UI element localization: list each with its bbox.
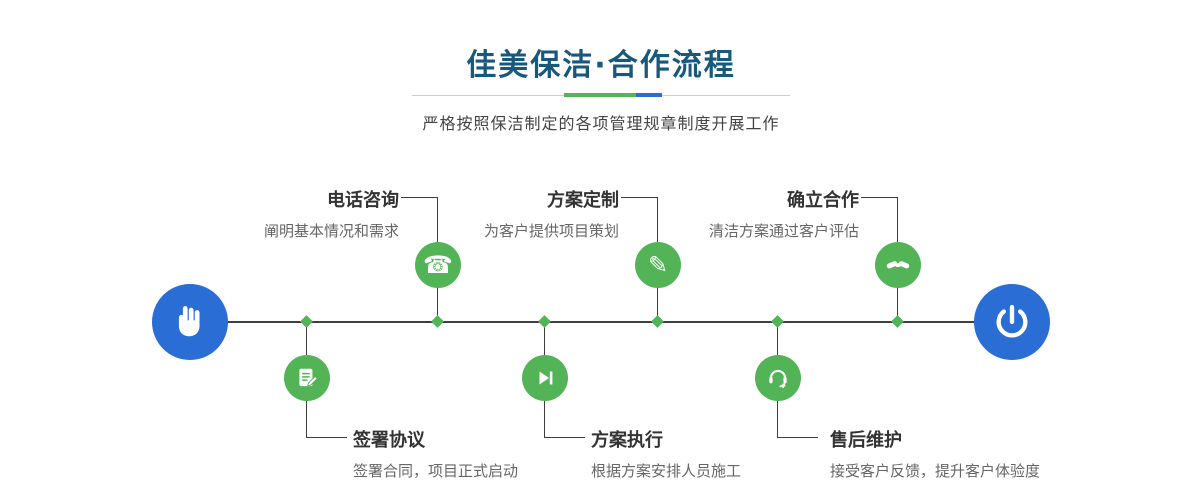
timeline-end-node [974, 284, 1050, 360]
step-title: 签署协议 [353, 430, 425, 451]
phone-icon: ☎ [423, 251, 453, 279]
connector-top-1-v-lower [437, 287, 438, 322]
connector-top-2-v-upper [657, 197, 658, 243]
handshake-icon [885, 252, 911, 278]
connector-bottom-1-v-lower [306, 400, 307, 438]
page-subtitle: 严格按照保洁制定的各项管理规章制度开展工作 [422, 114, 780, 133]
connector-top-1-h [401, 197, 438, 198]
connector-top-3-h [861, 197, 898, 198]
step-node-execute [522, 355, 568, 401]
step-label-aftersales: 售后维护 接受客户反馈，提升客户体验度 [830, 426, 1090, 481]
divider-blue-segment [636, 93, 662, 97]
hand-point-icon [171, 303, 209, 341]
connector-bottom-1-h [307, 437, 347, 438]
connector-bottom-3-v-lower [777, 400, 778, 438]
step-label-plan: 方案定制 为客户提供项目策划 [359, 186, 619, 241]
step-desc: 签署合同，项目正式启动 [353, 462, 519, 480]
step-title: 方案定制 [547, 190, 619, 211]
connector-bottom-3-h [778, 437, 818, 438]
step-node-phone: ☎ [415, 242, 461, 288]
divider-green-segment [564, 93, 636, 97]
timeline-diamond [538, 315, 551, 328]
step-node-cooperate [875, 242, 921, 288]
connector-top-2-v-lower [657, 287, 658, 322]
connector-top-1-v-upper [437, 197, 438, 243]
connector-bottom-3-v-upper [777, 322, 778, 355]
step-label-phone: 电话咨询 阐明基本情况和需求 [139, 186, 399, 241]
timeline-diamond [771, 315, 784, 328]
timeline-diamond [431, 315, 444, 328]
connector-top-2-h [621, 197, 658, 198]
play-icon [533, 366, 557, 390]
step-node-aftersales [755, 355, 801, 401]
connector-bottom-2-h [545, 437, 585, 438]
pen-icon: ✎ [647, 251, 669, 279]
step-desc: 阐明基本情况和需求 [263, 222, 399, 240]
timeline-diamond [651, 315, 664, 328]
timeline-diamond [891, 315, 904, 328]
contract-icon [294, 365, 320, 391]
step-label-cooperate: 确立合作 清洁方案通过客户评估 [599, 186, 859, 241]
timeline-start-node [152, 284, 228, 360]
step-title: 售后维护 [830, 430, 902, 451]
step-desc: 清洁方案通过客户评估 [708, 222, 859, 240]
timeline-line [190, 321, 1012, 323]
step-title: 确立合作 [787, 190, 859, 211]
step-node-contract [284, 355, 330, 401]
step-title: 电话咨询 [327, 190, 399, 211]
connector-top-3-v-lower [897, 287, 898, 322]
step-title: 方案执行 [591, 430, 663, 451]
step-desc: 根据方案安排人员施工 [591, 462, 742, 480]
connector-bottom-2-v-upper [544, 322, 545, 355]
step-desc: 为客户提供项目策划 [483, 222, 619, 240]
title-divider [412, 93, 790, 97]
connector-top-3-v-upper [897, 197, 898, 243]
connector-bottom-1-v-upper [306, 322, 307, 355]
step-node-plan: ✎ [635, 242, 681, 288]
headset-icon [765, 365, 791, 391]
page-title: 佳美保洁·合作流程 [466, 48, 736, 83]
power-icon [992, 302, 1032, 342]
timeline-diamond [300, 315, 313, 328]
step-label-contract: 签署协议 签署合同，项目正式启动 [353, 426, 613, 481]
step-desc: 接受客户反馈，提升客户体验度 [830, 462, 1041, 480]
step-label-execute: 方案执行 根据方案安排人员施工 [591, 426, 851, 481]
connector-bottom-2-v-lower [544, 400, 545, 438]
